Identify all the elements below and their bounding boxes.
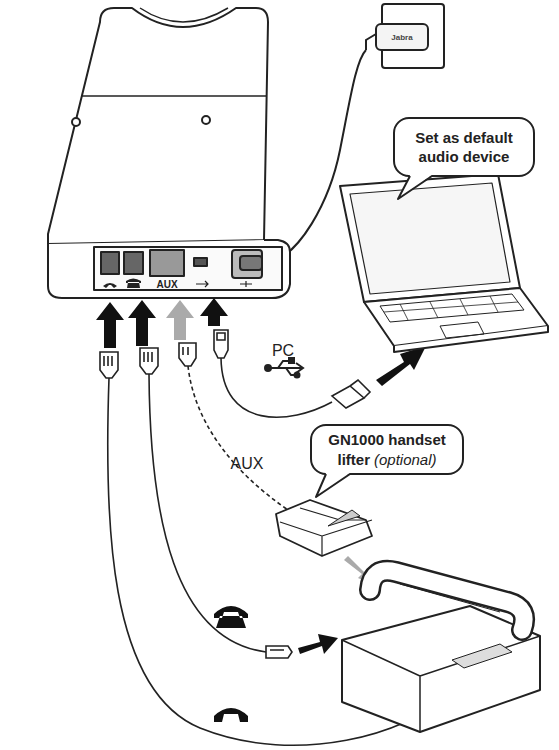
phone-keypad bbox=[452, 644, 512, 668]
bubble-tail-fill bbox=[398, 175, 432, 199]
bubble-tail bbox=[398, 176, 432, 199]
callout-bubble: Set as default audio device bbox=[393, 117, 535, 177]
laptop-screen bbox=[340, 174, 520, 302]
cable-label: AUX bbox=[231, 455, 264, 473]
usb-plug bbox=[332, 380, 370, 408]
rj-plug bbox=[100, 352, 118, 378]
adapter-body bbox=[376, 24, 428, 50]
usb-port bbox=[194, 258, 207, 266]
rj-plug bbox=[140, 348, 158, 374]
aux-cable bbox=[188, 366, 288, 510]
power-adapter bbox=[366, 4, 444, 68]
laptop-edge bbox=[394, 326, 548, 352]
usb-icon bbox=[196, 281, 208, 287]
headset-cradle bbox=[140, 8, 228, 22]
laptop-touchpad bbox=[440, 322, 484, 338]
bubble-tail bbox=[316, 474, 350, 497]
connect-arrow bbox=[298, 634, 338, 654]
handset-port bbox=[101, 252, 119, 274]
handset-fill bbox=[370, 571, 524, 630]
callout-bubble: GN1000 handset lifter(optional) bbox=[310, 424, 464, 475]
callout-heading: Set as default audio device bbox=[415, 129, 513, 165]
handset-outline bbox=[370, 571, 524, 630]
power-icon bbox=[240, 281, 252, 287]
brand-label: Jabra bbox=[391, 33, 412, 42]
bubble-tail-fill bbox=[316, 473, 350, 497]
lifter-detail bbox=[280, 508, 372, 556]
base-block bbox=[48, 240, 290, 298]
phone-port bbox=[124, 252, 143, 274]
power-plug bbox=[240, 256, 262, 270]
rj-plug bbox=[266, 646, 292, 658]
panel-hole bbox=[202, 116, 210, 124]
panel-hole bbox=[72, 118, 80, 126]
usb-symbol-dot bbox=[265, 365, 271, 371]
usb-symbol-dot bbox=[295, 373, 300, 378]
phone-icon bbox=[126, 279, 141, 289]
plugs bbox=[100, 330, 228, 378]
handset-lifter bbox=[276, 500, 372, 556]
callout-note: (optional) bbox=[374, 451, 437, 468]
usb-cable bbox=[221, 358, 332, 417]
phone-body bbox=[342, 606, 540, 732]
panel-seam bbox=[82, 95, 266, 97]
lifter-arm bbox=[328, 510, 360, 526]
lifter-body bbox=[276, 500, 372, 556]
adapter-neck bbox=[366, 34, 376, 50]
connect-arrows bbox=[298, 346, 426, 654]
usb-symbol bbox=[265, 358, 303, 378]
callout-text: GN1000 handset lifter(optional) bbox=[320, 430, 454, 468]
insert-arrow bbox=[200, 298, 228, 326]
handset-line bbox=[400, 584, 500, 612]
aux-port bbox=[150, 250, 184, 276]
power-jack bbox=[232, 250, 262, 278]
cable-label: PC bbox=[272, 342, 294, 360]
laptop-base bbox=[364, 288, 548, 346]
insert-arrows bbox=[96, 298, 228, 348]
insert-arrow bbox=[128, 300, 156, 346]
port-label: AUX bbox=[156, 279, 177, 290]
laptop-keyboard bbox=[380, 294, 524, 322]
insert-arrow bbox=[166, 300, 194, 340]
base-upright bbox=[48, 8, 268, 244]
laptop bbox=[340, 174, 548, 352]
rear-panel bbox=[94, 247, 282, 290]
phone-edges bbox=[342, 636, 540, 732]
base-station bbox=[48, 8, 290, 298]
desk-phone bbox=[342, 571, 540, 732]
handset-icon bbox=[103, 283, 117, 288]
laptop-display bbox=[350, 183, 510, 294]
insert-arrow bbox=[96, 302, 124, 348]
handset-symbol bbox=[214, 708, 248, 722]
usb-plug bbox=[214, 330, 228, 358]
phone-cable bbox=[149, 374, 266, 652]
callout-text: Set as default audio device bbox=[403, 128, 525, 166]
phone-symbol bbox=[214, 606, 248, 628]
laptop-keys bbox=[384, 296, 518, 320]
rj-plug bbox=[179, 343, 196, 366]
